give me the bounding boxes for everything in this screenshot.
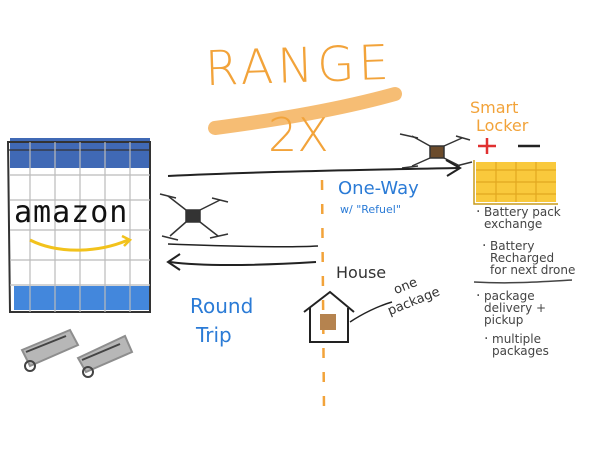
note-line: exchange — [484, 217, 543, 231]
note-line: pickup — [484, 313, 524, 327]
note-line: for next drone — [490, 263, 576, 277]
locker-note: package delivery + pickup — [484, 290, 546, 326]
locker-label-line2: Locker — [476, 116, 529, 135]
locker-label-line1: Smart — [470, 98, 519, 117]
drone-icon — [159, 193, 229, 241]
note-line: multiple — [492, 332, 542, 346]
note-line: package — [484, 289, 535, 303]
battery-icon — [473, 160, 558, 205]
note-line: packages — [492, 344, 549, 358]
locker-note: multiple packages — [492, 333, 549, 357]
amazon-smile — [29, 238, 129, 252]
house-label: House — [336, 263, 387, 282]
range-title: RANGE — [204, 34, 394, 98]
refuel-label: w/ "Refuel" — [340, 203, 401, 216]
package-pointer — [349, 301, 393, 323]
note-bullet: · — [482, 238, 487, 254]
package-icon — [320, 314, 336, 330]
locker-note: Battery pack exchange — [484, 206, 561, 230]
one-way-label: One-Way — [338, 178, 419, 199]
range-subtitle: 2X — [268, 108, 329, 162]
truck-icon — [20, 328, 134, 378]
note-line: delivery + — [484, 301, 547, 315]
house-icon — [303, 290, 355, 343]
one-way-arrow — [167, 167, 459, 177]
drone-icon — [399, 133, 473, 169]
round-trip-label-line1: Round — [190, 294, 254, 318]
note-line: Battery pack — [484, 205, 561, 219]
note-bullet: · — [476, 204, 481, 220]
locker-note: Battery Recharged for next drone — [490, 240, 575, 276]
round-trip-arrow — [169, 261, 317, 266]
warehouse-label: amazon — [14, 195, 129, 230]
divider-line — [320, 179, 326, 411]
note-bullet: · — [476, 288, 481, 304]
range-highlight — [208, 87, 402, 135]
note-bullet: · — [484, 331, 489, 347]
notes-divider — [473, 279, 573, 284]
round-trip-label-line2: Trip — [196, 323, 232, 347]
note-line: Battery — [490, 239, 535, 253]
plus-terminal — [478, 138, 496, 154]
warehouse-icon — [6, 138, 151, 313]
note-line: Recharged — [490, 251, 555, 265]
